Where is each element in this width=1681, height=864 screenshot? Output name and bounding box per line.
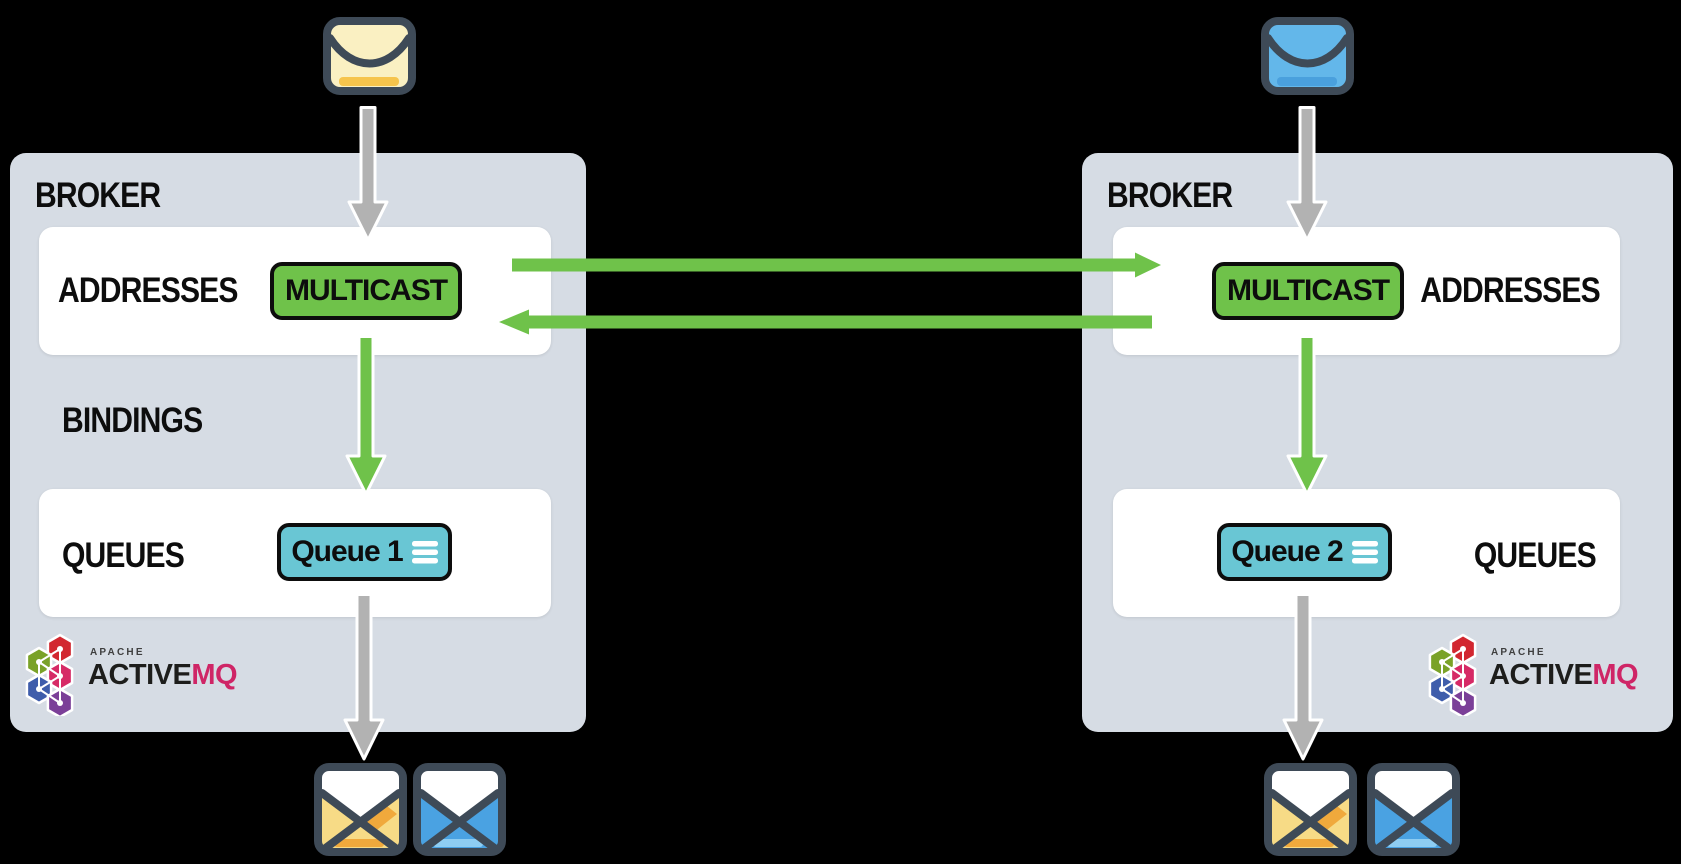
- consumer-envelope-blue-icon: [1366, 762, 1461, 862]
- mq-label: MQ: [191, 659, 238, 691]
- active-label: ACTIVE: [88, 659, 192, 691]
- queue-list-icon: [411, 540, 438, 564]
- broker-right: BROKER MULTICAST ADDRESSES Queue 2 QUEUE…: [1082, 153, 1673, 732]
- queue2-badge-label: Queue 2: [1231, 535, 1343, 568]
- mq-label: MQ: [1592, 659, 1639, 691]
- queue1-badge-label: Queue 1: [291, 535, 403, 568]
- broker-left-title: BROKER: [35, 176, 161, 215]
- queue-list-icon: [1351, 540, 1378, 564]
- producer-arrow-left-icon: [345, 106, 391, 249]
- multicast-badge-left: MULTICAST: [270, 262, 462, 320]
- activemq-hexagon-logo: [1427, 632, 1483, 721]
- multicast-badge-left-label: MULTICAST: [284, 274, 448, 307]
- activemq-hexagon-logo: [24, 632, 80, 721]
- broker-right-title: BROKER: [1107, 176, 1233, 215]
- addresses-label-left: ADDRESSES: [58, 271, 238, 310]
- binding-arrow-right-icon: [1284, 335, 1330, 503]
- queue1-badge: Queue 1: [277, 523, 452, 581]
- federation-arrow-right-icon: [512, 251, 1164, 284]
- delivery-arrow-left-icon: [341, 593, 387, 768]
- multicast-badge-right-label: MULTICAST: [1226, 274, 1390, 307]
- queues-label-left: QUEUES: [62, 536, 185, 575]
- multicast-badge-right: MULTICAST: [1212, 262, 1404, 320]
- activemq-logo-text-right: APACHE ACTIVEMQ: [1489, 647, 1639, 691]
- producer-arrow-right-icon: [1284, 106, 1330, 249]
- consumer-envelope-blue-icon: [412, 762, 507, 862]
- apache-label: APACHE: [90, 647, 145, 658]
- bindings-label-left: BINDINGS: [62, 401, 203, 440]
- consumer-envelope-yellow-icon: [1263, 762, 1358, 862]
- apache-label: APACHE: [1491, 647, 1546, 658]
- producer-envelope-blue-icon: [1260, 16, 1355, 101]
- producer-envelope-yellow-icon: [322, 16, 417, 101]
- delivery-arrow-right-icon: [1280, 593, 1326, 768]
- addresses-label-right: ADDRESSES: [1420, 271, 1600, 310]
- broker-left: BROKER ADDRESSES MULTICAST BINDINGS QUEU…: [10, 153, 586, 732]
- activemq-logo-text-left: APACHE ACTIVEMQ: [88, 647, 238, 691]
- binding-arrow-left-icon: [343, 335, 389, 503]
- consumer-envelope-yellow-icon: [313, 762, 408, 862]
- federation-arrow-left-icon: [496, 308, 1152, 341]
- queue2-badge: Queue 2: [1217, 523, 1392, 581]
- queues-label-right: QUEUES: [1474, 536, 1597, 575]
- active-label: ACTIVE: [1489, 659, 1593, 691]
